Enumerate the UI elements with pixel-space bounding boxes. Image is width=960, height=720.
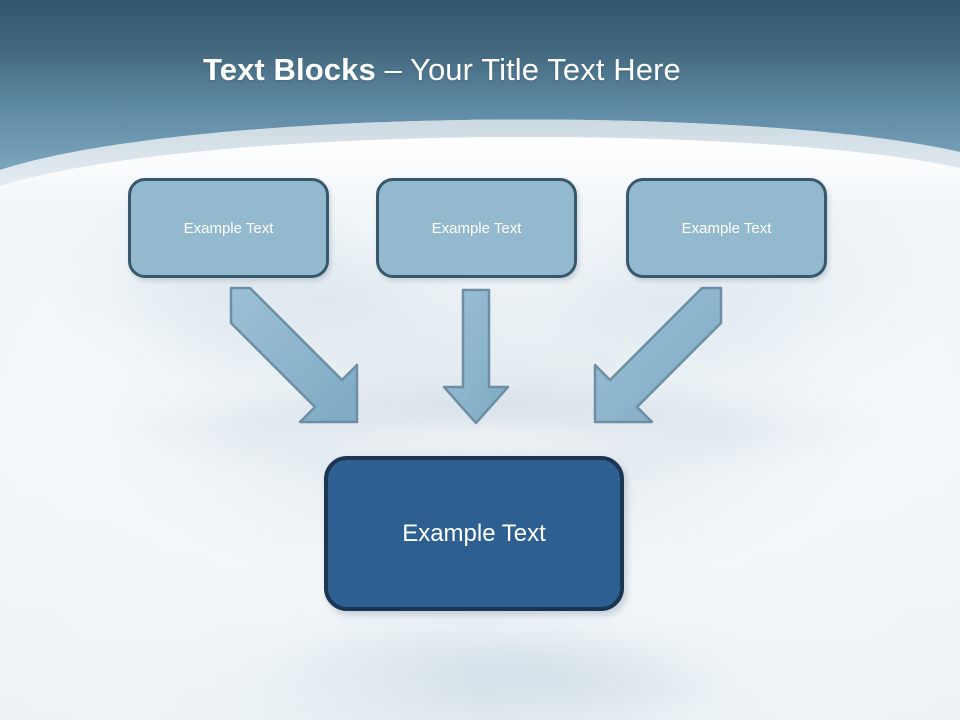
top-box-1[interactable]: Example Text	[128, 178, 329, 278]
arrow-left-diagonal	[229, 286, 359, 424]
page-title-strong: Text Blocks	[203, 52, 376, 87]
page-title: Text Blocks – Your Title Text Here	[203, 52, 681, 88]
bottom-box-label: Example Text	[402, 519, 546, 547]
top-box-1-label: Example Text	[183, 219, 274, 237]
bottom-box[interactable]: Example Text	[324, 456, 624, 611]
top-box-3-label: Example Text	[681, 219, 772, 237]
arrow-right-diagonal	[593, 286, 723, 424]
arrow-center-vertical	[442, 288, 510, 425]
page-title-light: – Your Title Text Here	[375, 52, 681, 87]
top-box-2-label: Example Text	[431, 219, 522, 237]
top-box-2[interactable]: Example Text	[376, 178, 577, 278]
top-box-3[interactable]: Example Text	[626, 178, 827, 278]
